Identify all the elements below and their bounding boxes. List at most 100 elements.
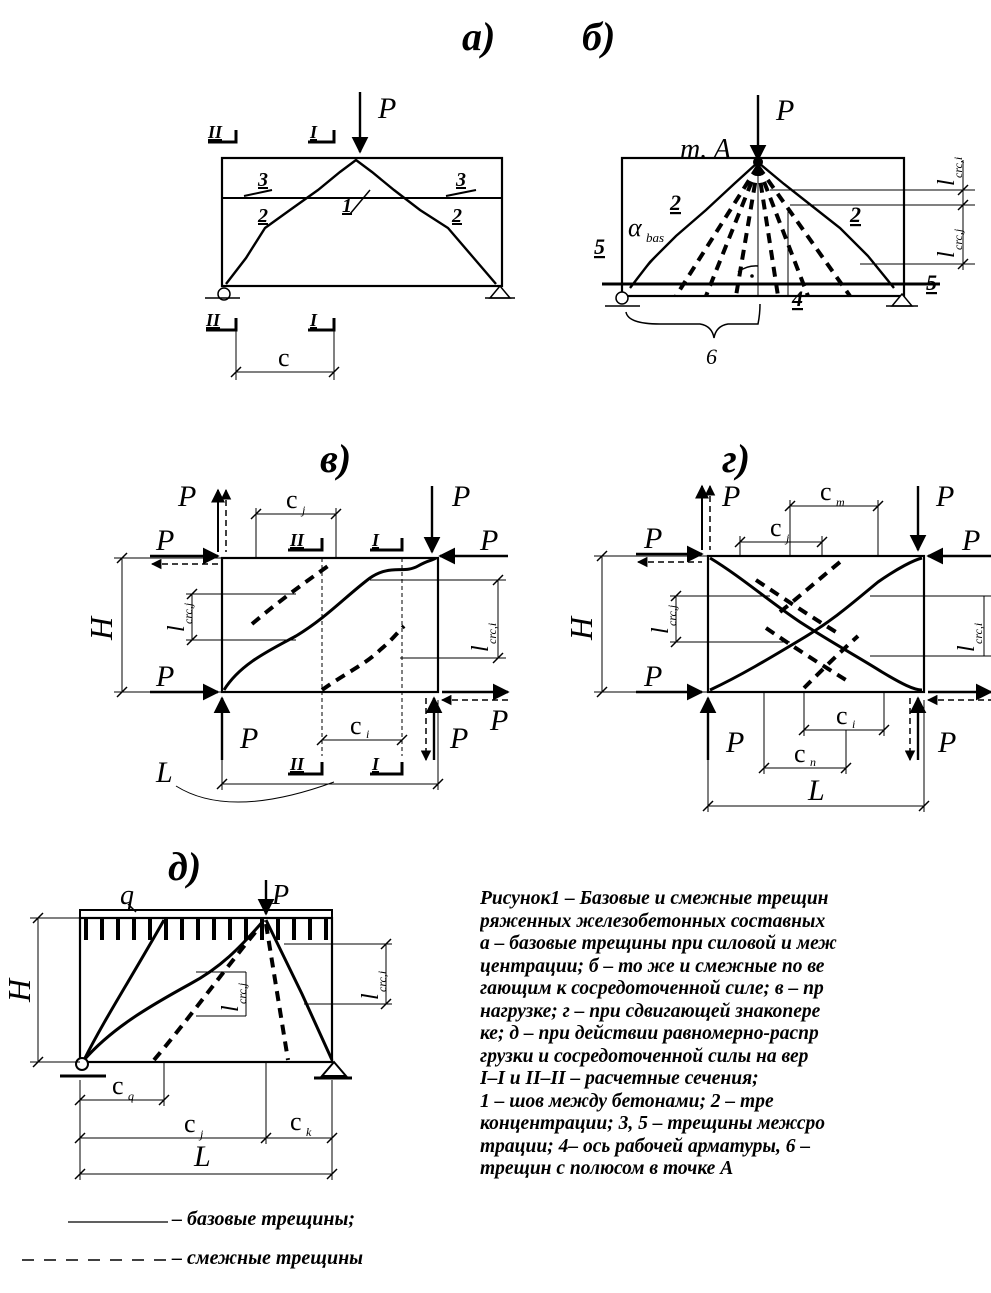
P-right-top-v: P: [479, 524, 498, 557]
ci-sub-v: i: [366, 727, 369, 741]
marker-2-left-a: 2: [257, 205, 268, 227]
base-crack-3-d: [264, 919, 334, 1061]
P-top-right-g: P: [935, 480, 954, 513]
lcrcj-sub-d: crc,j: [235, 982, 249, 1004]
ci-label-v: c: [350, 711, 362, 740]
P-left-bottom-g: P: [643, 660, 662, 693]
section-I-top-v: I: [371, 530, 380, 550]
adjacent-crack-1-d: [152, 922, 264, 1062]
cq-label-d: c: [112, 1071, 124, 1100]
cn-sub-g: n: [810, 755, 816, 769]
cj-sub-g: j: [784, 531, 790, 545]
point-A-label-b: m. A: [680, 134, 732, 165]
base-crack-1-g: [709, 556, 923, 692]
adjacent-crack-2-g: [764, 626, 848, 682]
cj-label-d: c: [184, 1109, 196, 1138]
panel-g: P P P P P P P H l crc,j: [563, 477, 991, 812]
alpha-sub-b: bas: [646, 230, 664, 245]
marker-5-right-b: 5: [926, 270, 937, 295]
P-right-bottom-v: P: [489, 704, 508, 737]
adjacent-crack-4-b: [756, 165, 780, 297]
adjacent-crack-5-b: [756, 165, 810, 297]
L-label-d: L: [193, 1140, 211, 1173]
lcrcj-label-v: l: [164, 625, 190, 632]
section-II-bottom-a: II: [205, 310, 221, 330]
marker-2-right-b: 2: [849, 202, 861, 227]
H-label-g: H: [563, 615, 599, 641]
adjacent-crack-3-b: [734, 165, 760, 297]
H-label-v: H: [83, 615, 119, 641]
section-II-bottom-v: II: [289, 754, 305, 774]
L-label-v: L: [155, 756, 173, 789]
load-label-d: P: [271, 880, 289, 911]
fan-brace-b: [625, 303, 761, 339]
adjacent-crack-1-g: [754, 578, 838, 634]
ck-label-d: c: [290, 1107, 302, 1136]
dim-c-label-a: c: [278, 343, 290, 372]
adjacent-crack-2-v: [320, 624, 406, 692]
roller-support-d: [319, 1060, 349, 1077]
section-I-top-a: I: [309, 122, 318, 142]
lcrci-label-d: l: [358, 993, 384, 1000]
P-left-top-g: P: [643, 522, 662, 555]
P-bottom-left-v: P: [239, 722, 258, 755]
ci-label-g: c: [836, 701, 848, 730]
figure-caption: Рисунок1 – Базовые и смежные трещин ряже…: [480, 888, 837, 1179]
cj-sub-v: j: [300, 503, 306, 517]
panel-v-label: в): [320, 436, 351, 481]
P-bottom-left-g: P: [725, 726, 744, 759]
section-II-top-v: II: [289, 530, 305, 550]
P-bottom-right-v: P: [449, 722, 468, 755]
alpha-label-b: α: [628, 213, 643, 242]
marker-2-left-b: 2: [669, 190, 681, 215]
lcrci-sub-b: crc,i: [951, 157, 965, 178]
legend-solid-text: – базовые трещины;: [172, 1208, 356, 1230]
panel-v: P P P P P P P P H l crc,j: [83, 480, 510, 803]
lcrcj-sub-g: crc,j: [665, 604, 679, 626]
base-crack-2-d: [82, 919, 266, 1061]
lcrcj-sub-b: crc,j: [951, 228, 965, 250]
pin-support-a: [217, 287, 231, 301]
cn-label-g: c: [794, 739, 806, 768]
lcrci-sub-d: crc,i: [375, 971, 389, 992]
lcrcj-label-b: l: [934, 251, 960, 258]
P-top-right-v: P: [451, 480, 470, 513]
block-g: [706, 554, 926, 694]
marker-4-b: 4: [791, 286, 803, 311]
adjacent-crack-4-g: [802, 634, 860, 690]
cj-label-g: c: [770, 513, 782, 542]
cq-sub-d: q: [128, 1089, 134, 1103]
marker-3-right-a: 3: [455, 169, 466, 191]
base-crack-1-d: [82, 919, 166, 1061]
section-I-bottom-a: I: [309, 310, 318, 330]
adjacent-crack-2-d: [264, 923, 290, 1061]
panel-b-label: б): [582, 14, 615, 59]
marker-5-left-b: 5: [594, 234, 605, 259]
lcrci-sub-g: crc,i: [971, 623, 985, 644]
marker-3-left-a: 3: [257, 169, 268, 191]
P-left-bottom-v: P: [155, 660, 174, 693]
base-crack-left-b: [629, 163, 757, 289]
lcrci-label-v: l: [468, 645, 494, 652]
marker-6-b: 6: [706, 344, 717, 369]
base-crack-a: [225, 158, 497, 285]
adjacent-crack-6-b: [756, 164, 852, 298]
P-bottom-right-g: P: [937, 726, 956, 759]
pin-support-d: [75, 1057, 89, 1071]
panel-d: q P H l crc,j: [1, 880, 392, 1180]
P-right-top-g: P: [961, 524, 980, 557]
roller-support-a: [488, 284, 512, 299]
marker-1-a: 1: [342, 195, 352, 217]
legend-dashed-text: – смежные трещины: [172, 1247, 364, 1269]
section-I-bottom-v: I: [371, 754, 380, 774]
ci-sub-g: i: [852, 717, 855, 731]
lcrci-label-b: l: [934, 179, 960, 186]
panel-b: P m. A l crc,i l crc,j: [594, 94, 975, 369]
adjacent-crack-1-b: [674, 164, 760, 298]
panel-d-label: д): [168, 844, 201, 889]
distributed-load-q: [84, 918, 328, 940]
H-label-d: H: [1, 977, 37, 1003]
base-crack-right-b: [759, 163, 895, 289]
q-label-d: q: [120, 880, 134, 911]
